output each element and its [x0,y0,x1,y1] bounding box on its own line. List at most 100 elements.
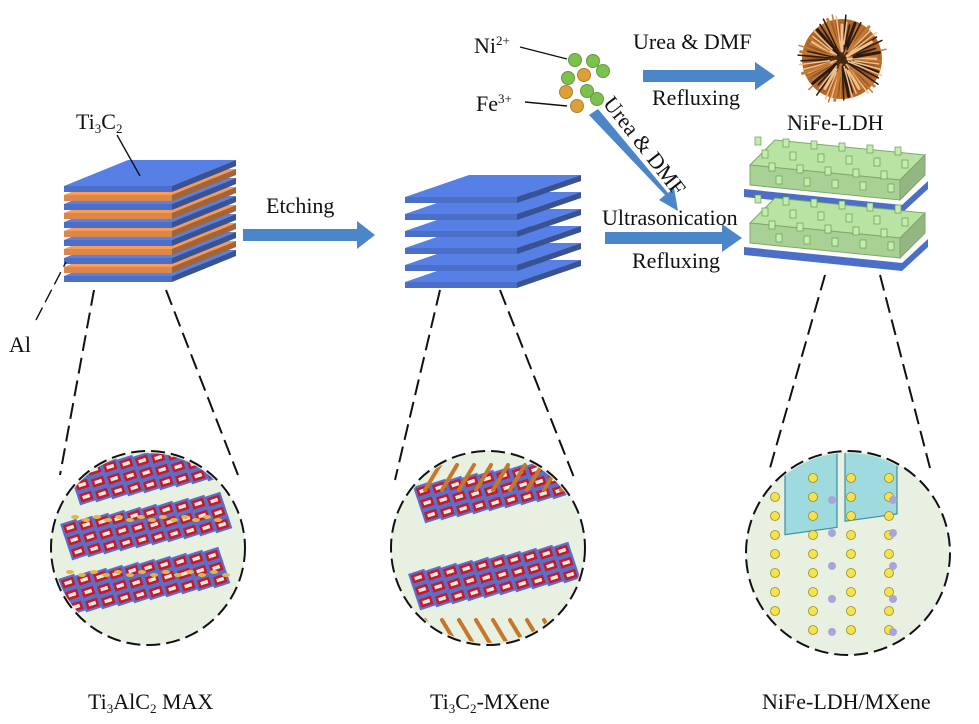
ni-label: Ni2+ [474,33,510,58]
al-atom [192,518,200,522]
ni-ion [596,64,610,78]
interlayer-atom [808,530,818,540]
ti3c2-lattice-layer [68,453,225,506]
interlayer-atom [846,473,856,483]
mxene-lattice-layer [408,541,581,611]
al-atom [174,573,182,577]
etching-label: Etching [266,193,335,218]
refluxing-mid-label: Refluxing [632,248,720,273]
fe-ion [559,85,573,99]
ni-ion [590,92,604,106]
al-atom [181,515,189,519]
metal-atom [889,628,897,636]
caption-mxene: Ti3C2-MXene [430,689,550,716]
al-atom [210,570,218,574]
surface-termination [525,463,544,492]
interlayer-atom [808,568,818,578]
al-atom [126,518,134,522]
surface-termination [457,463,476,492]
al-pointer [35,261,67,321]
diagonal-arrow [589,109,678,211]
composite-zoom-circle [745,450,951,656]
surface-termination [474,618,493,643]
ni-fe-ion-cluster [519,46,610,113]
interlayer-atom [770,549,780,559]
interlayer-atom [808,549,818,559]
fe-ion [577,68,591,82]
metal-atom [889,529,897,537]
mxene-sheet [405,243,581,271]
al-atom [159,515,167,519]
interlayer-atom [770,568,780,578]
interlayer-atom [808,492,818,502]
surface-termination [559,618,578,643]
interlayer-atom [770,606,780,616]
ti3c2-pointer [116,134,141,177]
surface-termination [508,463,527,492]
al-atom [126,573,134,577]
surface-termination [440,463,459,492]
interlayer-atom [846,587,856,597]
ni-fe-to-ldh-arrow [643,62,775,90]
metal-atom [828,595,836,603]
al-atom [115,515,123,519]
ti3c2-lattice-layer [60,491,233,561]
metal-atom [828,562,836,570]
interlayer-atom [808,511,818,521]
al-atom [148,518,156,522]
mxene-zoom-circle [390,450,586,646]
al-atom [90,570,98,574]
ti3c2-label: Ti3C2 [76,109,123,136]
metal-atom [889,562,897,570]
mxene-to-composite-arrow [605,224,742,252]
surface-termination [474,463,493,492]
al-atom [71,515,79,519]
ti3c2-mxene-stack [405,175,581,288]
interlayer-atom [770,587,780,597]
zoom-lines [59,274,931,481]
fe-label: Fe3+ [476,91,512,116]
etching-arrow [243,221,375,249]
interlayer-atom [770,511,780,521]
ultrasonication-label: Ultrasonication [602,205,738,230]
interlayer-atom [808,587,818,597]
ti3alc2-max-stack [64,160,236,282]
al-atom [82,518,90,522]
al-atom [66,570,74,574]
al-atom [203,515,211,519]
surface-termination [491,463,510,492]
mxene-sheet [405,175,581,203]
max-zoom-circle [50,450,246,646]
interlayer-atom [846,625,856,635]
ldh-on-mxene-slab [744,136,928,213]
metal-atom [889,595,897,603]
nife-ldh-mxene-composite [744,136,928,271]
urea-dmf-top-label: Urea & DMF [633,29,752,54]
al-atom [93,515,101,519]
surface-termination [457,618,476,643]
interlayer-atom [770,492,780,502]
al-atom [186,570,194,574]
al-atom [102,573,110,577]
interlayer-atom [884,473,894,483]
interlayer-atom [884,549,894,559]
interlayer-atom [884,606,894,616]
al-atom [150,573,158,577]
al-atom [214,518,222,522]
interlayer-atom [884,587,894,597]
interlayer-atom [846,549,856,559]
al-atom [138,570,146,574]
mxene-sheet [405,192,581,220]
interlayer-atom [846,530,856,540]
mxene-lattice-layer [413,457,570,524]
ldh-on-mxene-slab [744,194,928,271]
al-label: Al [9,332,31,357]
interlayer-atom [808,606,818,616]
ti3c2-layer [64,160,236,192]
metal-atom [889,496,897,504]
metal-atom [828,496,836,504]
interlayer-atom [846,606,856,616]
metal-atom [828,628,836,636]
surface-termination [491,618,510,643]
